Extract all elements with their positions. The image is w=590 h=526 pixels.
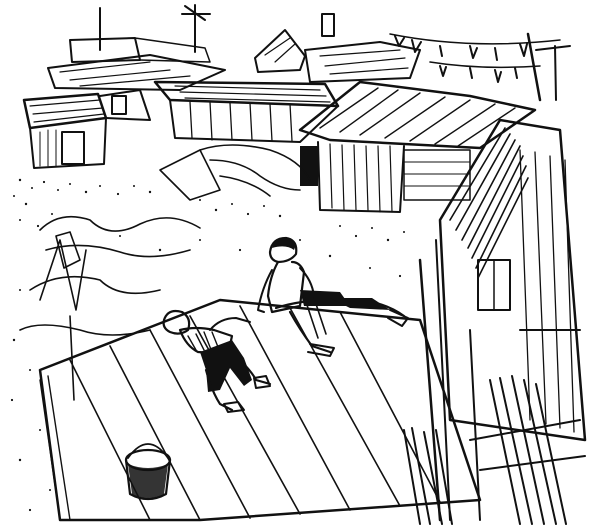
left-shed — [22, 89, 151, 169]
sitting-figure — [257, 236, 409, 357]
distant-houses — [47, 4, 571, 102]
right-building — [418, 118, 587, 522]
center-long-shed — [153, 80, 340, 143]
lying-figure — [162, 309, 272, 413]
right-big-shed — [298, 80, 537, 213]
bucket — [124, 443, 172, 501]
foreground-fence — [403, 375, 586, 525]
ground-stipple — [10, 178, 405, 512]
antenna-left — [99, 4, 211, 53]
